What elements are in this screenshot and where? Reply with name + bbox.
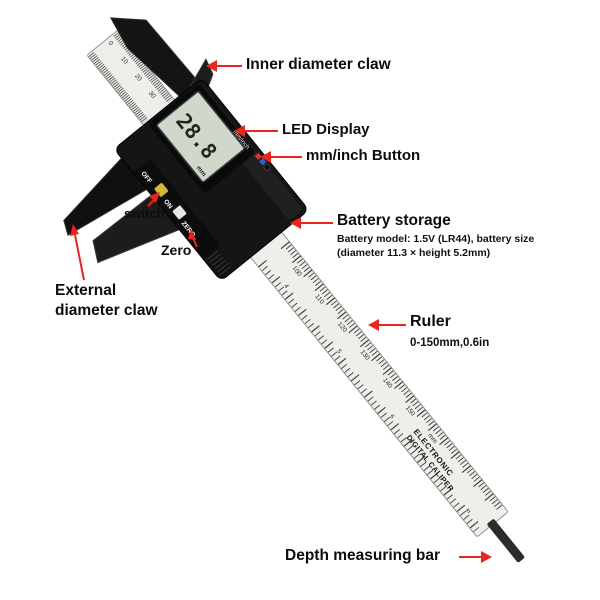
on-label: ON bbox=[162, 198, 174, 210]
red-dot-icon bbox=[254, 152, 262, 160]
battery-arrow-icon bbox=[290, 217, 301, 229]
label-depth-measuring-bar: Depth measuring bar bbox=[285, 547, 441, 564]
inch-number: 6 bbox=[388, 414, 395, 421]
label-led-display: LED Display bbox=[282, 121, 370, 138]
label-mm-inch-button: mm/inch Button bbox=[306, 147, 421, 164]
head-scale-number: 20 bbox=[133, 73, 143, 83]
ruler-arrow-icon bbox=[368, 319, 379, 331]
mm-inch-arrow-icon bbox=[260, 151, 271, 163]
head-scale-number: 10 bbox=[119, 56, 129, 66]
ruler-range-sub: 0-150mm,0.6in bbox=[410, 337, 490, 349]
external-claw-arrow-icon bbox=[70, 224, 79, 236]
mm-scale-ticks bbox=[283, 241, 505, 512]
battery-sub-line2: (diameter 11.3 × height 5.2mm) bbox=[337, 247, 491, 259]
switch-arrow-icon bbox=[149, 192, 160, 203]
label-battery-storage: Battery storage bbox=[337, 212, 451, 229]
mm-inch-button[interactable] bbox=[263, 163, 272, 172]
inner-claw-arrow-icon bbox=[206, 60, 217, 72]
depth-arrow-icon bbox=[481, 551, 492, 563]
led-display bbox=[156, 91, 245, 183]
label-inner-diameter-claw: Inner diameter claw bbox=[246, 56, 391, 73]
depth-measuring-bar bbox=[487, 519, 525, 563]
label-external-line1: External bbox=[55, 282, 117, 299]
inch-number: 4 bbox=[282, 283, 289, 290]
label-ruler: Ruler bbox=[410, 313, 451, 330]
head-scale-number: 30 bbox=[147, 90, 157, 100]
led-arrow-icon bbox=[234, 125, 245, 137]
callout-arrowheads bbox=[70, 60, 492, 563]
external-claw-line bbox=[74, 234, 85, 281]
zero-button[interactable] bbox=[172, 205, 187, 220]
zero-arrow-icon bbox=[188, 229, 196, 240]
inch-unit-label: in bbox=[464, 507, 472, 514]
head-scale-number: 0 bbox=[107, 40, 115, 48]
caliper-body: 0 10 20 30 100 110 120 130 140 150 mm 4 … bbox=[63, 17, 525, 563]
inch-number: 5 bbox=[335, 349, 342, 356]
battery-sub-line1: Battery model: 1.5V (LR44), battery size bbox=[337, 233, 535, 245]
label-zero: Zero bbox=[161, 242, 192, 258]
label-switch: switch bbox=[124, 206, 165, 221]
blue-dot-icon bbox=[259, 158, 267, 166]
label-external-line2: diameter claw bbox=[55, 302, 158, 319]
